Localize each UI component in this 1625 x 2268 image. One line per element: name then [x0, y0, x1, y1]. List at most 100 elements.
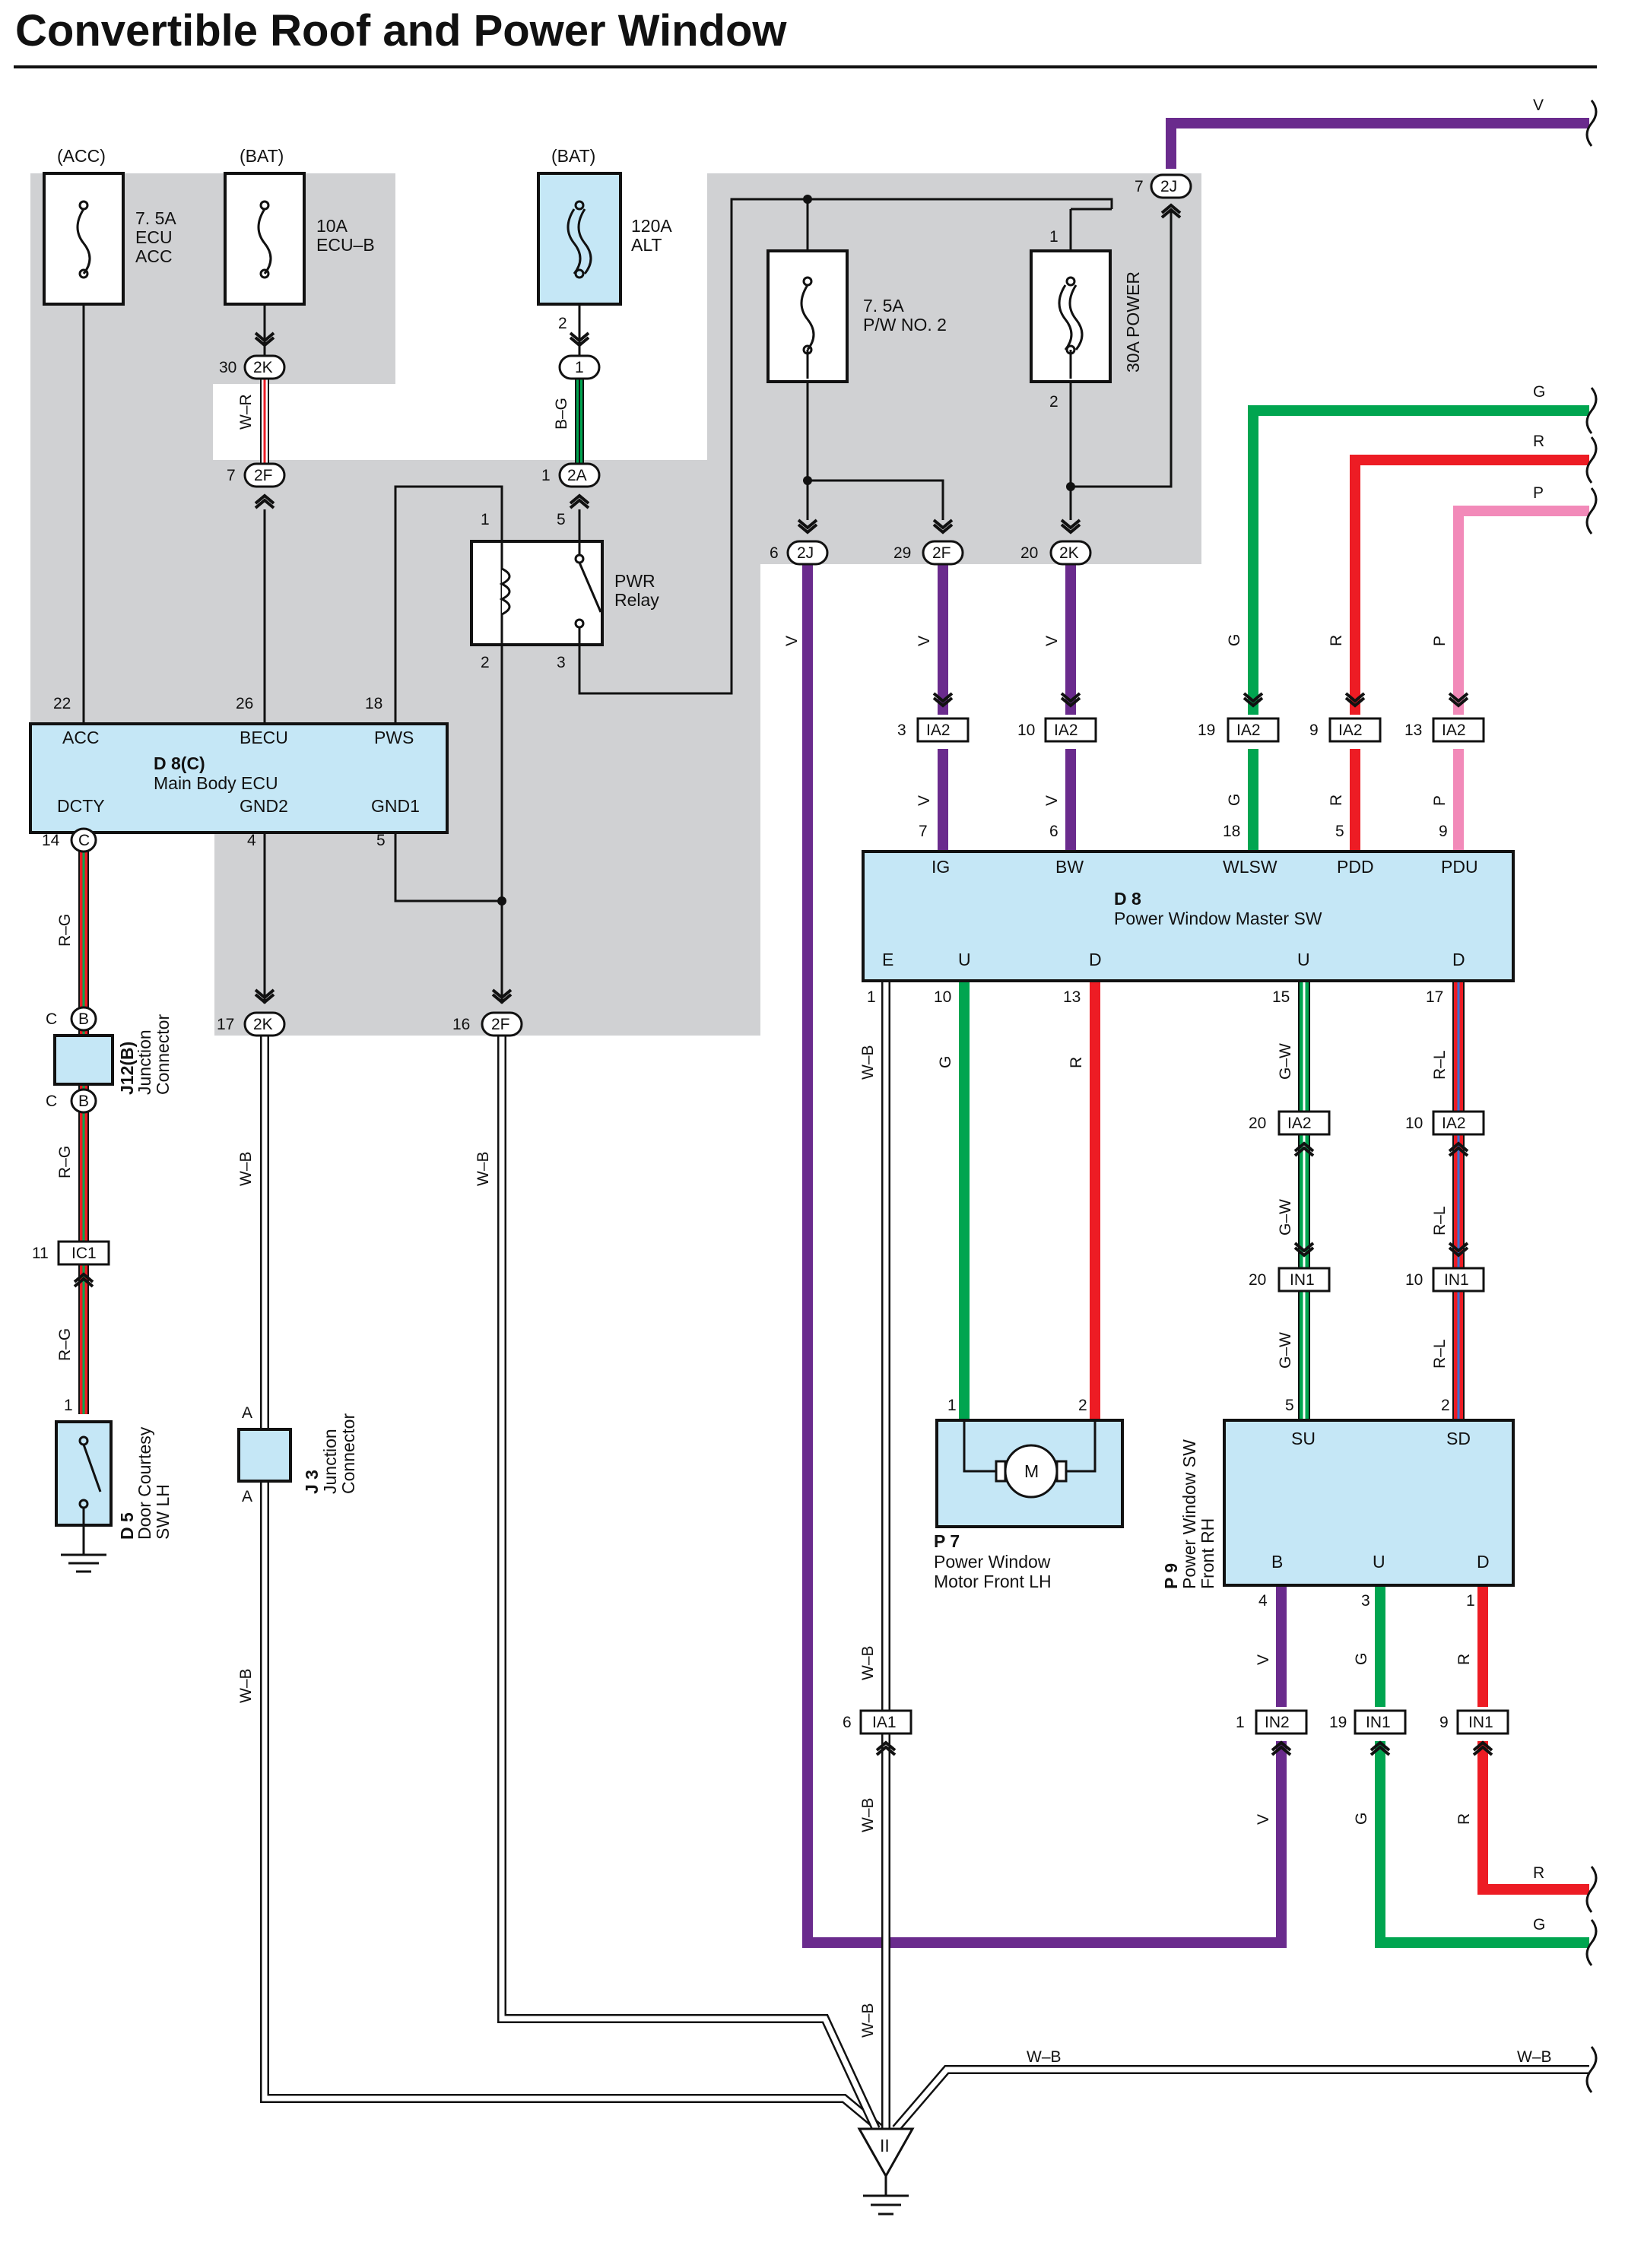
pin-number: 2 — [481, 654, 490, 671]
wire-color-label: W–B — [237, 1151, 255, 1186]
wire-break-marks — [1585, 100, 1598, 2093]
door-sw-name: Door Courtesy — [135, 1426, 154, 1540]
pin-number: 3 — [897, 722, 906, 739]
sw-pin-label: U — [958, 950, 971, 969]
connector-ia2 — [1044, 692, 1097, 743]
wire-color-label: V — [1533, 97, 1544, 114]
pin-number: 14 — [42, 832, 60, 849]
connector-id: 2F — [254, 467, 273, 484]
connector-id: 2K — [1059, 544, 1079, 562]
connector-id: IN1 — [1366, 1714, 1391, 1731]
fuse-amp: 7. 5A — [135, 208, 176, 228]
sw-pin-label: U — [1297, 950, 1310, 969]
ecu-pin-label: GND1 — [371, 796, 420, 816]
connector-2k — [243, 988, 286, 1037]
sw-pin-label: SD — [1446, 1429, 1471, 1448]
fuse-amp: 7. 5A — [863, 296, 904, 316]
sw-pin-label: U — [1373, 1552, 1385, 1572]
ground-point — [857, 2127, 915, 2216]
wire-color-label: W–B — [237, 1668, 255, 1703]
power-window-master-sw — [862, 850, 1515, 982]
pin-number: 2 — [1441, 1397, 1450, 1414]
pin-number: 26 — [236, 695, 253, 712]
pin-number: 17 — [217, 1016, 234, 1033]
connector-ia2 — [1227, 692, 1280, 743]
connector-id: IA2 — [1287, 1115, 1312, 1132]
wire-r-in — [1350, 455, 1589, 715]
wire-pw2 — [806, 379, 944, 520]
j12-name: Connector — [153, 1014, 173, 1095]
wire-color-label: R — [1533, 433, 1544, 450]
sw-pin-label: D — [1477, 1552, 1490, 1572]
pin-number: 6 — [770, 544, 779, 562]
pin-number: 10 — [1405, 1271, 1423, 1289]
pin-number: 1 — [541, 467, 551, 484]
connector-in1 — [1354, 1709, 1407, 1756]
pin-number: 7 — [919, 823, 928, 840]
wire-color-label: R — [1455, 1654, 1473, 1665]
wire-color-label: W–R — [237, 394, 255, 430]
wire-color-label: W–B — [1027, 2048, 1062, 2066]
connector-id: 2J — [797, 544, 814, 562]
wire-color-label: W–B — [1517, 2048, 1552, 2066]
connector-1 — [558, 331, 601, 380]
wire-r-out — [1477, 1741, 1589, 1895]
junction-connector-j12 — [53, 1006, 114, 1114]
connector-id: 2A — [567, 467, 587, 484]
wire-color-label: G — [937, 1056, 954, 1068]
ecu-pin-label: PWS — [374, 728, 414, 747]
sw-pin-label: BW — [1055, 857, 1084, 877]
wire-relay-3 — [578, 198, 1113, 695]
pin-number: 20 — [1249, 1115, 1266, 1132]
pin-number: 20 — [1249, 1271, 1266, 1289]
wire-color-label: W–B — [474, 1151, 492, 1186]
pin-number: 9 — [1309, 722, 1319, 739]
pin-number: 13 — [1063, 988, 1081, 1006]
page-title: Convertible Roof and Power Window — [15, 6, 787, 56]
pin-number: 19 — [1329, 1714, 1347, 1731]
relay-label: PWR — [614, 571, 655, 591]
connector-id: IN1 — [1290, 1271, 1315, 1289]
j3-code: J 3 — [302, 1470, 322, 1494]
wire-color-label: R — [1533, 1864, 1544, 1882]
connector-ia2 — [916, 692, 970, 743]
splice-dot — [803, 476, 812, 485]
pin-number: 20 — [1020, 544, 1038, 562]
pin-number: 7 — [1135, 178, 1144, 195]
main-body-ecu — [29, 722, 449, 834]
connector-id: IN2 — [1265, 1714, 1290, 1731]
wire-color-label: G — [1353, 1653, 1370, 1665]
pin-number: 9 — [1439, 1714, 1449, 1731]
power-window-sw-front-rh — [1223, 1419, 1515, 1587]
pin-number: C — [46, 1010, 57, 1028]
wire-gnd1 — [394, 833, 502, 902]
wire-color-label: G — [1353, 1813, 1370, 1825]
fuse-amp: 120A — [631, 216, 672, 236]
pin-number: 5 — [376, 832, 386, 849]
wire-color-label: V — [1255, 1654, 1272, 1665]
pin-number: 2 — [1078, 1397, 1087, 1414]
pin-number: C — [46, 1093, 57, 1110]
j12-code: J12(B) — [117, 1042, 137, 1095]
door-sw-name: SW LH — [153, 1484, 173, 1540]
motor-name: Motor Front LH — [934, 1572, 1052, 1591]
fuse-label: ECU–B — [316, 235, 375, 255]
pin-number: 2 — [558, 315, 567, 332]
pin-number: 5 — [1335, 823, 1344, 840]
wire-color-label: V — [1255, 1814, 1272, 1825]
pin-number: 18 — [365, 695, 382, 712]
junction-connector-j3 — [237, 1428, 292, 1483]
wire-color-label: R–G — [56, 1146, 74, 1178]
wire-color-label: V — [1043, 636, 1061, 646]
connector-id: IA2 — [1442, 1115, 1466, 1132]
connector-2f — [243, 462, 286, 509]
sw-name: Front RH — [1198, 1518, 1217, 1589]
pwr-relay — [470, 540, 604, 646]
j3-name: Connector — [338, 1413, 358, 1494]
pin-number: A — [242, 1404, 252, 1422]
connector-id: B — [78, 1010, 89, 1028]
pin-number: 10 — [934, 988, 951, 1006]
pin-number: 1 — [1466, 1592, 1475, 1610]
ecu-pin-label: DCTY — [57, 796, 105, 816]
